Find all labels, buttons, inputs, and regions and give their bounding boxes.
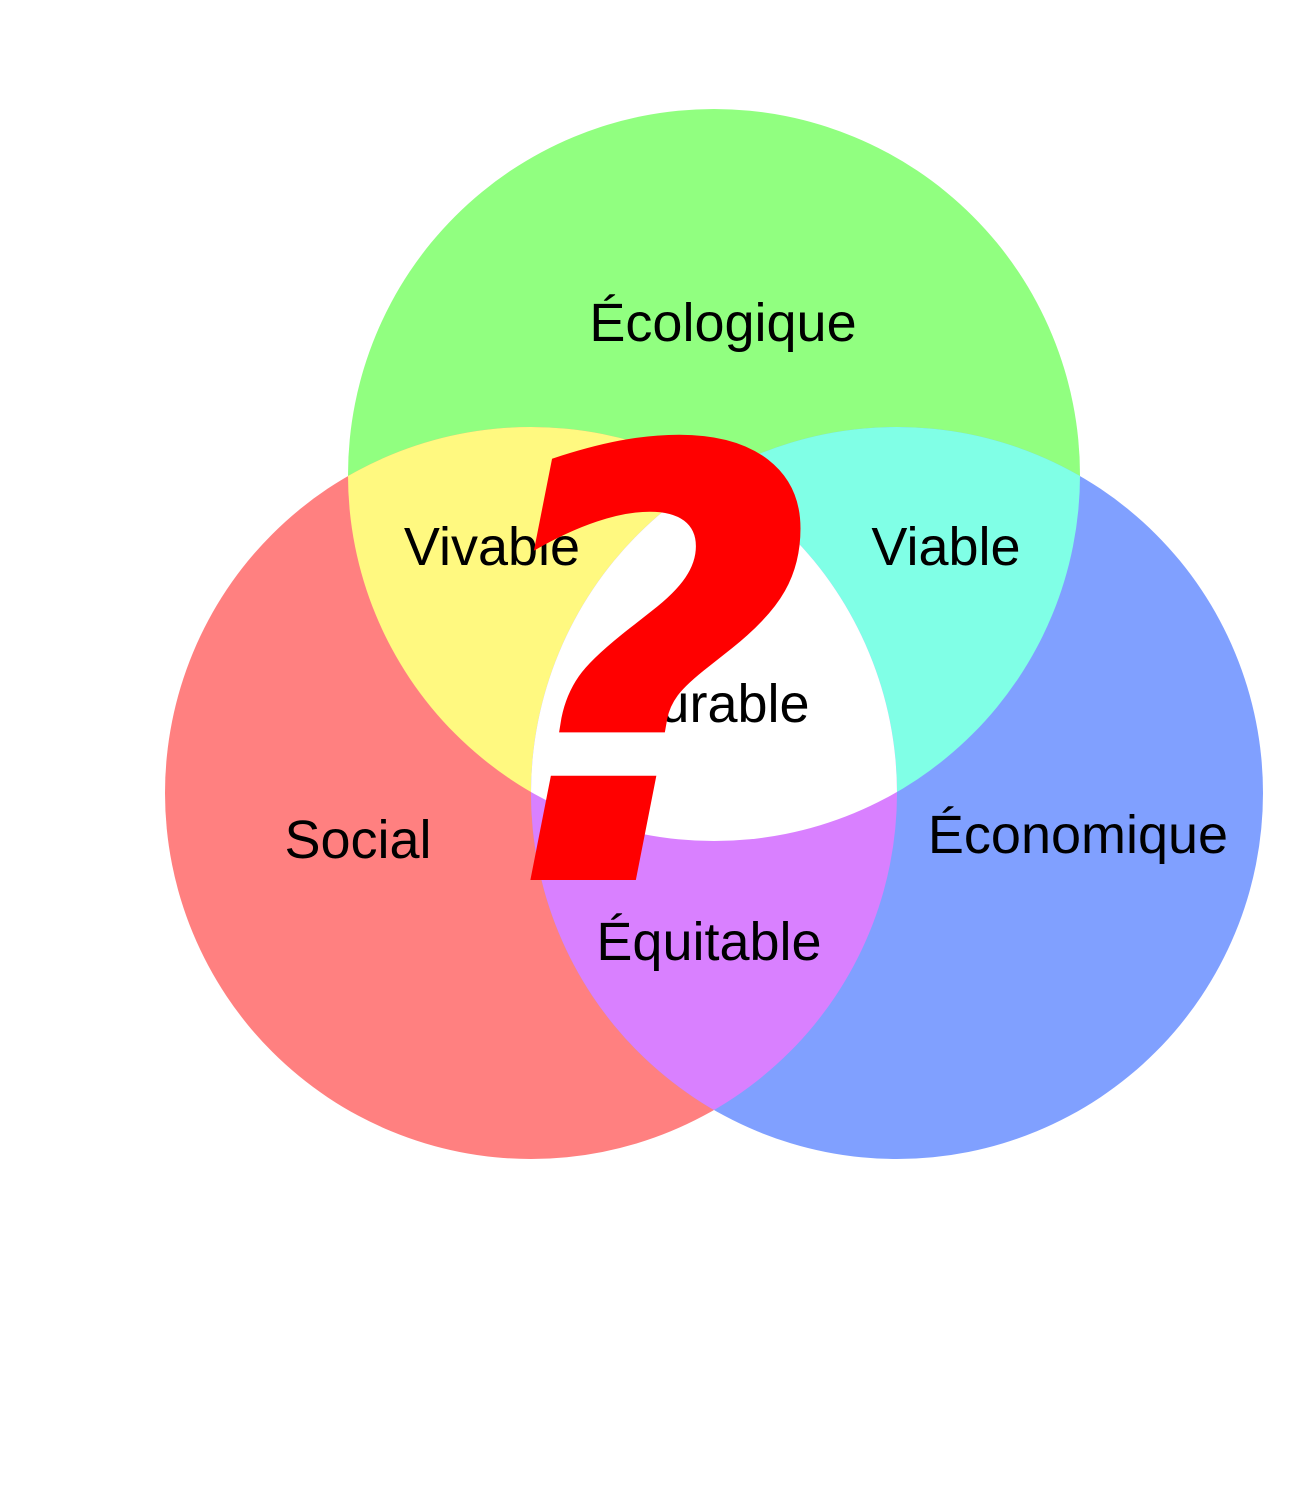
- equitable-label: Équitable: [596, 912, 821, 972]
- durable-label: Durable: [620, 674, 809, 734]
- social-label: Social: [284, 810, 431, 870]
- vivable-label: Vivable: [404, 517, 580, 577]
- viable-label: Viable: [871, 517, 1020, 577]
- question-mark-icon: ?: [468, 323, 816, 1022]
- durable-overlap: [531, 427, 897, 841]
- economique-label: Économique: [928, 805, 1228, 865]
- ecologique-label: Écologique: [589, 293, 856, 353]
